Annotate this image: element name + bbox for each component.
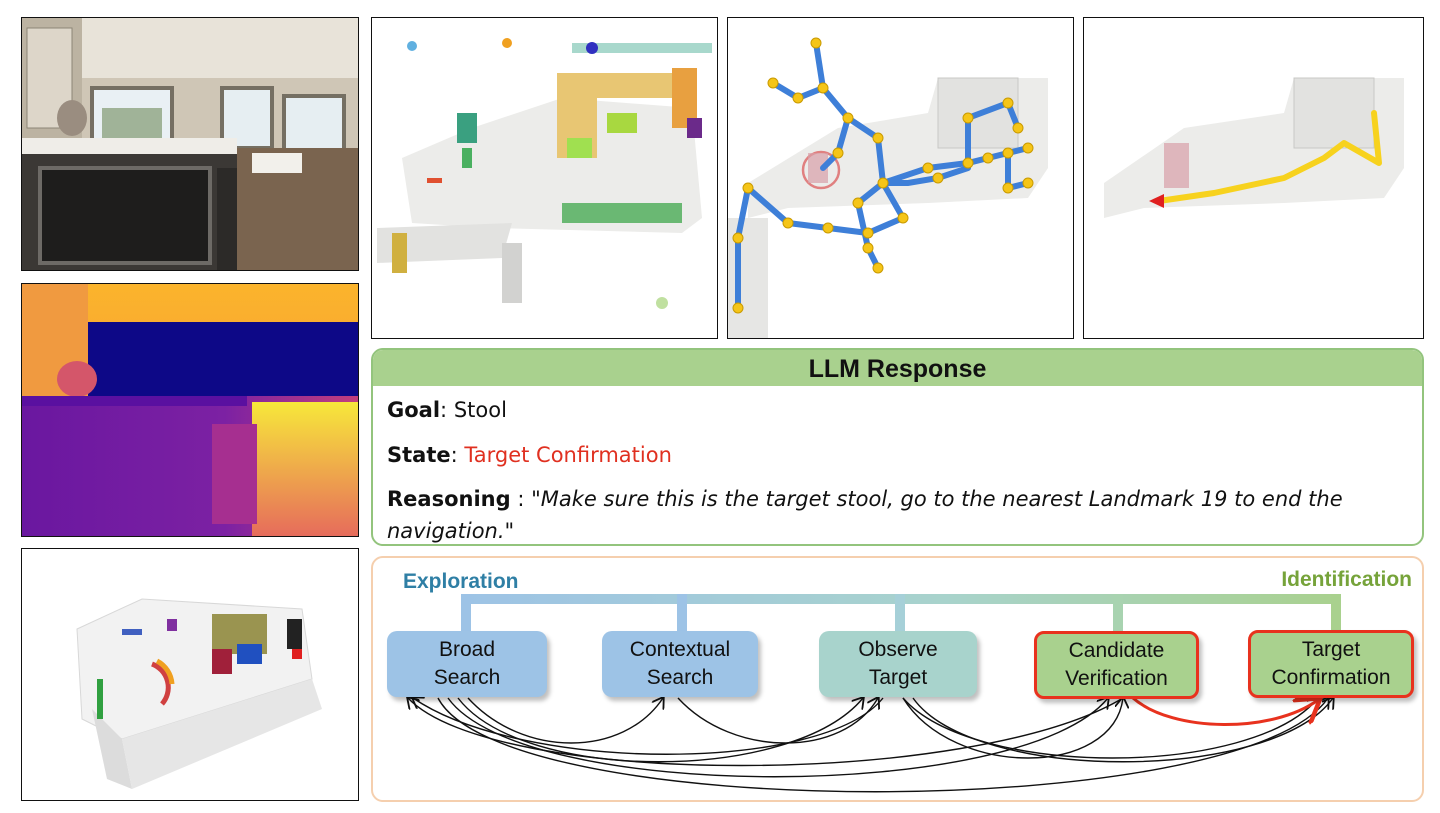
node-label: Broad	[438, 638, 496, 661]
node-label: Target	[868, 666, 928, 689]
node-observe-target: Observe Target	[819, 631, 977, 697]
state-machine-box: Exploration Identification Broad Search …	[371, 556, 1424, 802]
node-label: Candidate	[1068, 639, 1165, 662]
node-broad-search: Broad Search	[387, 631, 547, 697]
node-label: Confirmation	[1271, 666, 1391, 689]
reasoning-text-1: "Make sure this is the target stool, go …	[531, 487, 1343, 511]
node-label: Search	[646, 666, 714, 689]
node-candidate-verification: Candidate Verification	[1034, 631, 1199, 699]
topological-graph-panel	[727, 17, 1074, 339]
node-contextual-search: Contextual Search	[602, 631, 758, 697]
llm-response-box: LLM Response Goal: Stool State: Target C…	[371, 348, 1424, 546]
depth-image	[21, 283, 359, 537]
node-label: Verification	[1065, 667, 1168, 690]
goal-label: Goal	[387, 398, 441, 422]
identification-phase-label: Identification	[1281, 568, 1412, 591]
transition-diagram	[373, 594, 1341, 793]
reasoning-line: Reasoning : "Make sure this is the targe…	[387, 487, 1343, 511]
node-label: Target	[1301, 638, 1361, 661]
goal-value: Stool	[453, 398, 507, 422]
state-label: State	[387, 443, 451, 467]
navigation-path-panel	[1083, 17, 1424, 339]
reasoning-text-2: navigation."	[387, 519, 515, 543]
node-label: Search	[433, 666, 501, 689]
exploration-phase-label: Exploration	[403, 570, 519, 593]
reasoning-label: Reasoning	[387, 487, 511, 511]
node-label: Observe	[858, 638, 938, 661]
state-value: Target Confirmation	[464, 443, 672, 467]
llm-response-title: LLM Response	[373, 350, 1422, 386]
node-label: Contextual	[629, 638, 731, 661]
rgb-observation-image	[21, 17, 359, 271]
scene-3d-reconstruction	[21, 548, 359, 801]
goal-line: Goal: Stool	[387, 398, 507, 422]
active-transition-arrow	[1132, 698, 1318, 726]
semantic-map-panel	[371, 17, 718, 339]
state-line: State: Target Confirmation	[387, 443, 672, 467]
node-target-confirmation: Target Confirmation	[1248, 630, 1414, 698]
